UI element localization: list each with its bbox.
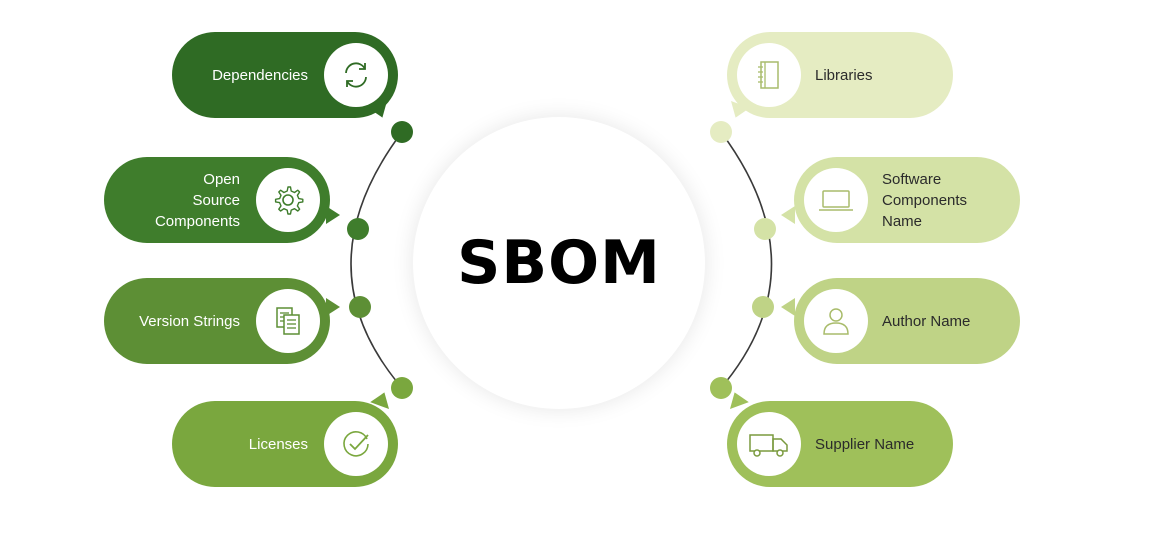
left-arc — [350, 131, 403, 389]
pill-software-components: Software Components Name — [794, 157, 1020, 243]
icon-holder — [804, 289, 868, 353]
pill-label: Libraries — [815, 66, 873, 84]
sbom-title: SBOM — [457, 228, 661, 298]
right-dot-1 — [710, 121, 732, 143]
pill-dependencies: Dependencies — [172, 32, 398, 118]
left-dot-1 — [391, 121, 413, 143]
pill-label: Author Name — [882, 312, 971, 330]
icon-holder — [324, 412, 388, 476]
pill-label: Open Source Components — [154, 170, 240, 230]
left-dot-3 — [349, 296, 371, 318]
icon-holder — [737, 412, 801, 476]
icon-holder — [324, 43, 388, 107]
pill-label: Licenses — [248, 435, 308, 453]
pill-label: Software Components Name — [882, 170, 968, 230]
right-arc — [720, 131, 773, 389]
right-dot-3 — [752, 296, 774, 318]
check-circle-icon — [343, 431, 369, 457]
pill-supplier-name: Supplier Name — [727, 401, 953, 487]
pill-label: Version Strings — [139, 312, 240, 330]
icon-holder — [256, 289, 320, 353]
pill-version-strings: Version Strings — [104, 278, 330, 364]
icon-holder — [256, 168, 320, 232]
pill-libraries: Libraries — [727, 32, 953, 118]
laptop-icon — [819, 190, 853, 211]
pill-licenses: Licenses — [172, 401, 398, 487]
pill-author-name: Author Name — [794, 278, 1020, 364]
pill-open-source: Open Source Components — [104, 157, 330, 243]
pill-label: Dependencies — [212, 66, 308, 84]
truck-icon — [749, 434, 788, 457]
tail-version-strings — [326, 298, 340, 316]
pill-label: Supplier Name — [815, 435, 915, 453]
center-circle: SBOM — [413, 117, 705, 409]
right-dot-4 — [710, 377, 732, 399]
refresh-icon — [345, 62, 367, 88]
left-dot-4 — [391, 377, 413, 399]
tail-software-components — [781, 206, 795, 224]
documents-icon — [276, 307, 300, 335]
icon-holder — [737, 43, 801, 107]
tail-author-name — [781, 298, 795, 316]
user-icon — [823, 308, 849, 335]
notebook-icon — [758, 61, 779, 89]
right-dot-2 — [754, 218, 776, 240]
tail-open-source — [326, 206, 340, 224]
icon-holder — [804, 168, 868, 232]
gear-icon — [274, 186, 304, 215]
left-dot-2 — [347, 218, 369, 240]
